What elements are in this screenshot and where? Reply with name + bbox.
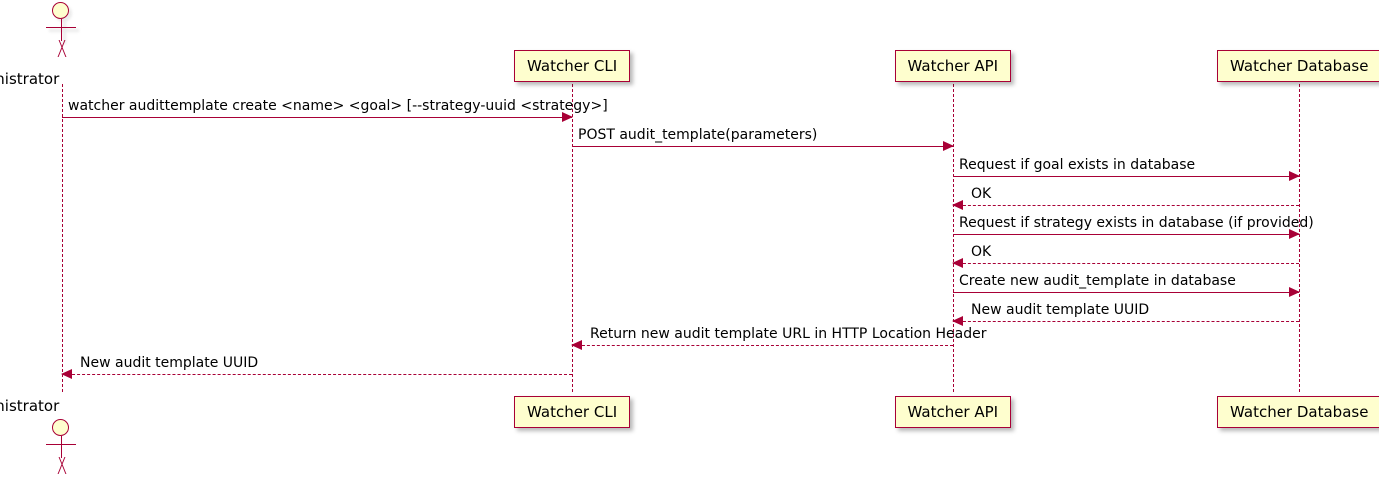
actor-figure xyxy=(39,2,85,58)
participant-watcher-api-bottom[interactable]: Watcher API xyxy=(894,396,1012,428)
actor-arms-icon xyxy=(46,27,76,28)
arrow-head-left-icon xyxy=(952,316,963,326)
arrow-head-left-icon xyxy=(571,340,582,350)
lifeline-watcher-api xyxy=(952,84,954,392)
message-line xyxy=(953,292,1299,293)
message-line xyxy=(953,176,1299,177)
message-line xyxy=(953,205,1299,206)
arrow-head-right-icon xyxy=(943,141,954,151)
actor-label-administrator-bottom: Administrator xyxy=(0,397,60,415)
message-line xyxy=(953,263,1299,264)
actor-arms-icon xyxy=(46,444,76,445)
actor-body-icon xyxy=(61,19,62,41)
participant-watcher-api-top[interactable]: Watcher API xyxy=(894,50,1012,82)
message-label-1: watcher audittemplate create <name> <goa… xyxy=(68,98,608,114)
message-line xyxy=(572,345,953,346)
message-label-4: OK xyxy=(971,186,992,202)
actor-head-icon xyxy=(52,419,69,436)
message-label-8: New audit template UUID xyxy=(971,302,1150,318)
arrow-head-right-icon xyxy=(1289,229,1300,239)
message-line xyxy=(62,117,572,118)
arrow-head-left-icon xyxy=(952,200,963,210)
message-label-3: Request if goal exists in database xyxy=(959,157,1196,173)
message-label-10: New audit template UUID xyxy=(80,355,259,371)
actor-label-administrator: Administrator xyxy=(0,70,60,88)
participant-watcher-cli-bottom[interactable]: Watcher CLI xyxy=(514,396,631,428)
message-label-6: OK xyxy=(971,244,992,260)
message-label-5: Request if strategy exists in database (… xyxy=(959,215,1314,231)
lifeline-watcher-cli xyxy=(571,84,573,392)
actor-body-icon xyxy=(61,436,62,458)
message-line xyxy=(953,321,1299,322)
participant-watcher-database-top[interactable]: Watcher Database xyxy=(1217,50,1379,82)
actor-head-icon xyxy=(52,2,69,19)
message-label-7: Create new audit_template in database xyxy=(959,273,1236,289)
lifeline-administrator xyxy=(61,84,63,392)
arrow-head-right-icon xyxy=(562,112,573,122)
participant-watcher-database-bottom[interactable]: Watcher Database xyxy=(1217,396,1379,428)
participant-watcher-cli-top[interactable]: Watcher CLI xyxy=(514,50,631,82)
arrow-head-left-icon xyxy=(952,258,963,268)
arrow-head-right-icon xyxy=(1289,287,1300,297)
message-line xyxy=(953,234,1299,235)
arrow-head-right-icon xyxy=(1289,171,1300,181)
message-label-2: POST audit_template(parameters) xyxy=(578,127,818,143)
message-line xyxy=(572,146,953,147)
actor-figure-bottom xyxy=(39,419,85,475)
message-line xyxy=(62,374,572,375)
message-label-9: Return new audit template URL in HTTP Lo… xyxy=(590,326,987,342)
arrow-head-left-icon xyxy=(61,369,72,379)
